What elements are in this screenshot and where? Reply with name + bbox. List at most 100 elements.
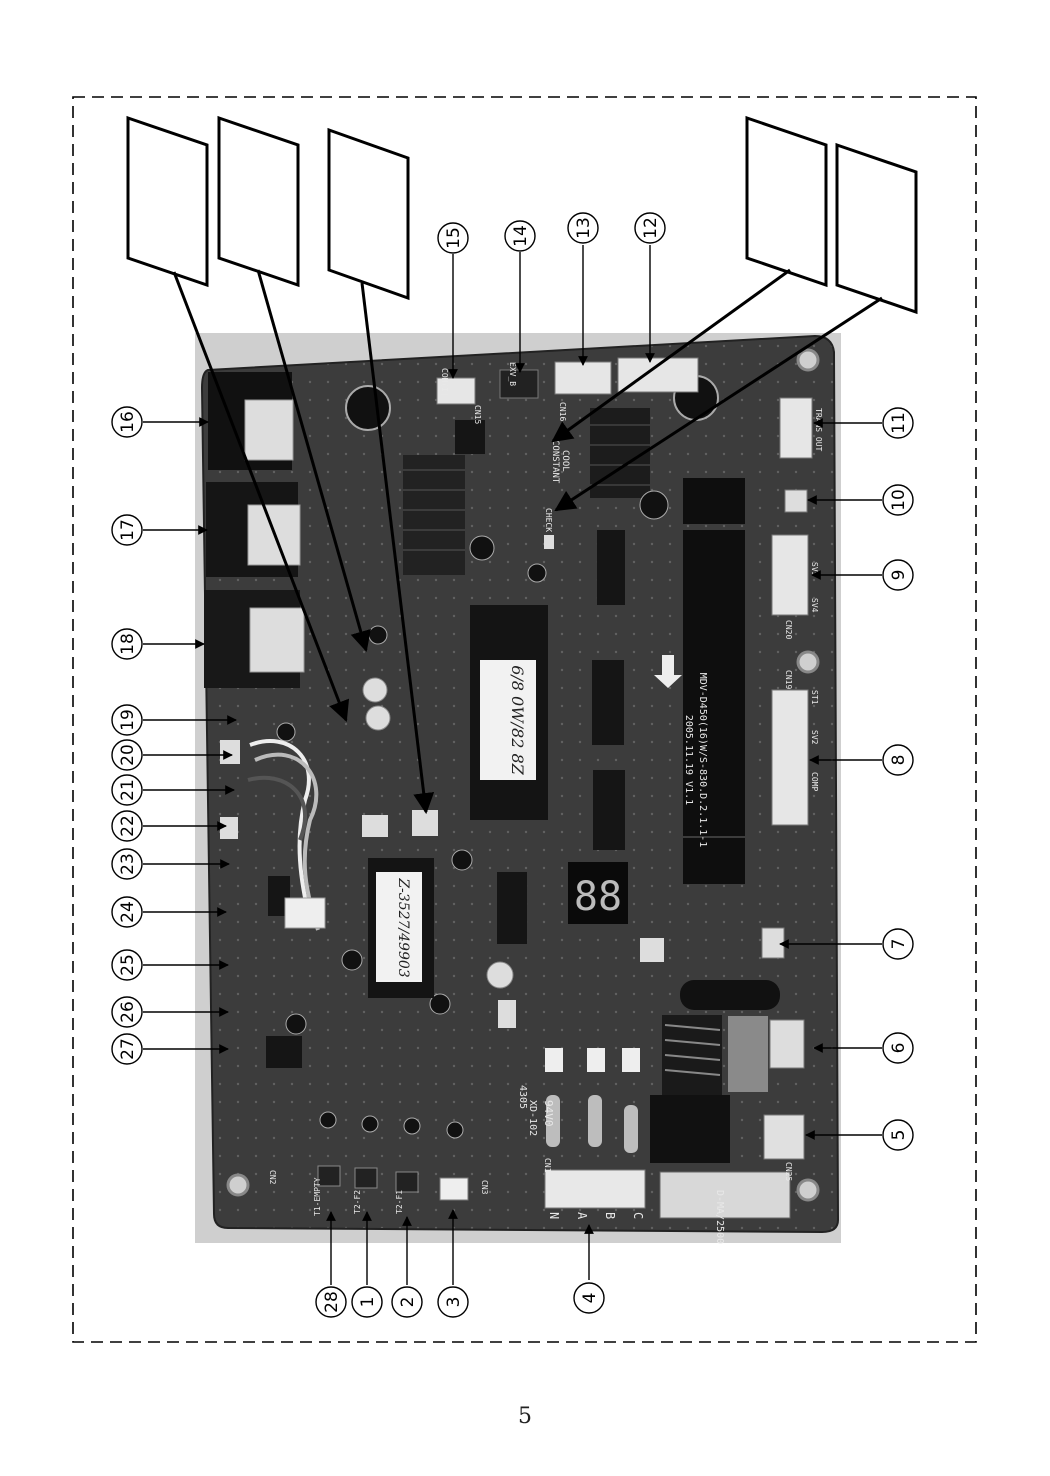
- svg-text:88: 88: [574, 874, 622, 920]
- svg-text:9: 9: [889, 570, 909, 581]
- switches: [220, 535, 664, 1028]
- svg-text:12: 12: [641, 217, 661, 239]
- label-cn15: CN15: [473, 405, 482, 424]
- callout-28: 28: [315, 1211, 347, 1318]
- callout-25: 25: [111, 949, 229, 981]
- svg-text:5: 5: [889, 1130, 909, 1141]
- callout-21: 21: [111, 774, 235, 806]
- bottom-left-connectors: [317, 1111, 464, 1193]
- label-cool: COOL: [560, 450, 570, 472]
- ics: [266, 420, 625, 1068]
- callout-18: 18: [111, 628, 205, 660]
- label-cn20: CN20: [784, 620, 793, 639]
- callout-2: 2: [391, 1216, 423, 1318]
- label-t2-f2: T2-F2: [353, 1190, 362, 1214]
- code-4305: 4305: [517, 1085, 528, 1109]
- callout-17: 17: [111, 514, 208, 546]
- svg-text:11: 11: [889, 412, 909, 434]
- callout-19: 19: [111, 704, 237, 736]
- label-c: C: [631, 1212, 645, 1219]
- callout-26: 26: [111, 996, 229, 1028]
- callout-5: 5: [805, 1119, 914, 1151]
- callout-8: 8: [809, 744, 914, 776]
- callout-10: 10: [807, 484, 914, 516]
- date-text: 2005.11.19 V1.1: [683, 715, 694, 805]
- svg-text:28: 28: [322, 1291, 342, 1313]
- svg-text:25: 25: [118, 954, 138, 976]
- svg-text:19: 19: [118, 709, 138, 731]
- callout-12: 12: [634, 212, 666, 363]
- label-sv2: SV2: [810, 730, 819, 745]
- bottom-connector: [439, 1048, 646, 1209]
- seven-segment-display: 88: [568, 862, 628, 924]
- label-comp: COMP: [810, 772, 819, 791]
- callout-23: 23: [111, 848, 230, 880]
- label-cn2: CN2: [268, 1170, 277, 1185]
- svg-text:6: 6: [889, 1043, 909, 1054]
- label-exv-b: EXV_B: [508, 362, 517, 386]
- svg-text:1: 1: [358, 1297, 378, 1308]
- label-cn19: CN19: [784, 670, 793, 689]
- model-text: MDV-D450(16)W/S-830.D.2.1.1-1: [697, 673, 708, 848]
- callout-22: 22: [111, 810, 227, 842]
- dashed-frame: [72, 96, 977, 1343]
- svg-text:10: 10: [889, 489, 909, 511]
- svg-text:22: 22: [118, 815, 138, 837]
- label-cn16: CN16: [558, 402, 567, 421]
- callout-box-4: [745, 115, 828, 288]
- power-section: [650, 980, 791, 1219]
- label-sv5: SV5: [810, 562, 819, 577]
- callout-6: 6: [813, 1032, 914, 1064]
- label-a: A: [575, 1212, 589, 1220]
- wire-harness: [247, 739, 326, 931]
- cert-text: 94V0: [542, 1100, 555, 1127]
- chip-label-1: 6/8 0W/82 8Z: [508, 665, 527, 775]
- board-text: MDV-D450(16)W/S-830.D.2.1.1-1 2005.11.19…: [268, 362, 823, 1244]
- svg-text:18: 18: [118, 633, 138, 655]
- callout-16: 16: [111, 406, 209, 438]
- label-cn1: CN1: [543, 1158, 552, 1173]
- svg-text:15: 15: [444, 227, 464, 249]
- label-sv4: SV4: [810, 598, 819, 613]
- callout-9: 9: [811, 559, 914, 591]
- label-b: B: [603, 1212, 617, 1219]
- capacitors: [276, 375, 719, 1035]
- callout-box-1: [126, 115, 209, 288]
- callout-14: 14: [504, 220, 536, 373]
- svg-text:4: 4: [580, 1293, 600, 1304]
- svg-text:23: 23: [118, 853, 138, 875]
- svg-text:3: 3: [444, 1297, 464, 1308]
- bottom-text: D-MA/2500: [714, 1190, 725, 1244]
- svg-text:8: 8: [889, 755, 909, 766]
- svg-text:24: 24: [118, 901, 138, 923]
- box-leader-lines: [172, 268, 883, 815]
- cert-code: XD-102: [527, 1100, 538, 1136]
- callout-3: 3: [437, 1209, 469, 1318]
- callout-box-5: [835, 142, 918, 315]
- svg-text:2: 2: [398, 1297, 418, 1308]
- callout-7: 7: [779, 928, 914, 960]
- label-com: COM(I): [440, 368, 449, 397]
- callout-27: 27: [111, 1033, 229, 1065]
- numbered-callouts: 28 1 2 3 4 5 6: [111, 212, 914, 1318]
- svg-text:16: 16: [118, 411, 138, 433]
- callout-1: 1: [351, 1211, 383, 1318]
- callout-box-3: [327, 127, 410, 301]
- callout-11: 11: [813, 407, 914, 439]
- secondary-mcu: Z-3527/49903: [368, 858, 434, 998]
- chip-label-2: Z-3527/49903: [395, 877, 411, 977]
- callout-15: 15: [437, 222, 469, 379]
- label-cn3: CN3: [480, 1180, 489, 1195]
- board-arrow-marking: [654, 655, 682, 688]
- label-cn25: CN25: [784, 1162, 793, 1181]
- page-number: 5: [518, 1404, 532, 1429]
- callout-24: 24: [111, 896, 227, 928]
- svg-text:21: 21: [118, 779, 138, 801]
- left-relays: [204, 372, 305, 688]
- callout-4: 4: [573, 1224, 605, 1314]
- callout-box-2: [217, 115, 300, 288]
- top-connectors: [436, 357, 699, 405]
- svg-text:14: 14: [511, 225, 531, 247]
- svg-text:17: 17: [118, 519, 138, 541]
